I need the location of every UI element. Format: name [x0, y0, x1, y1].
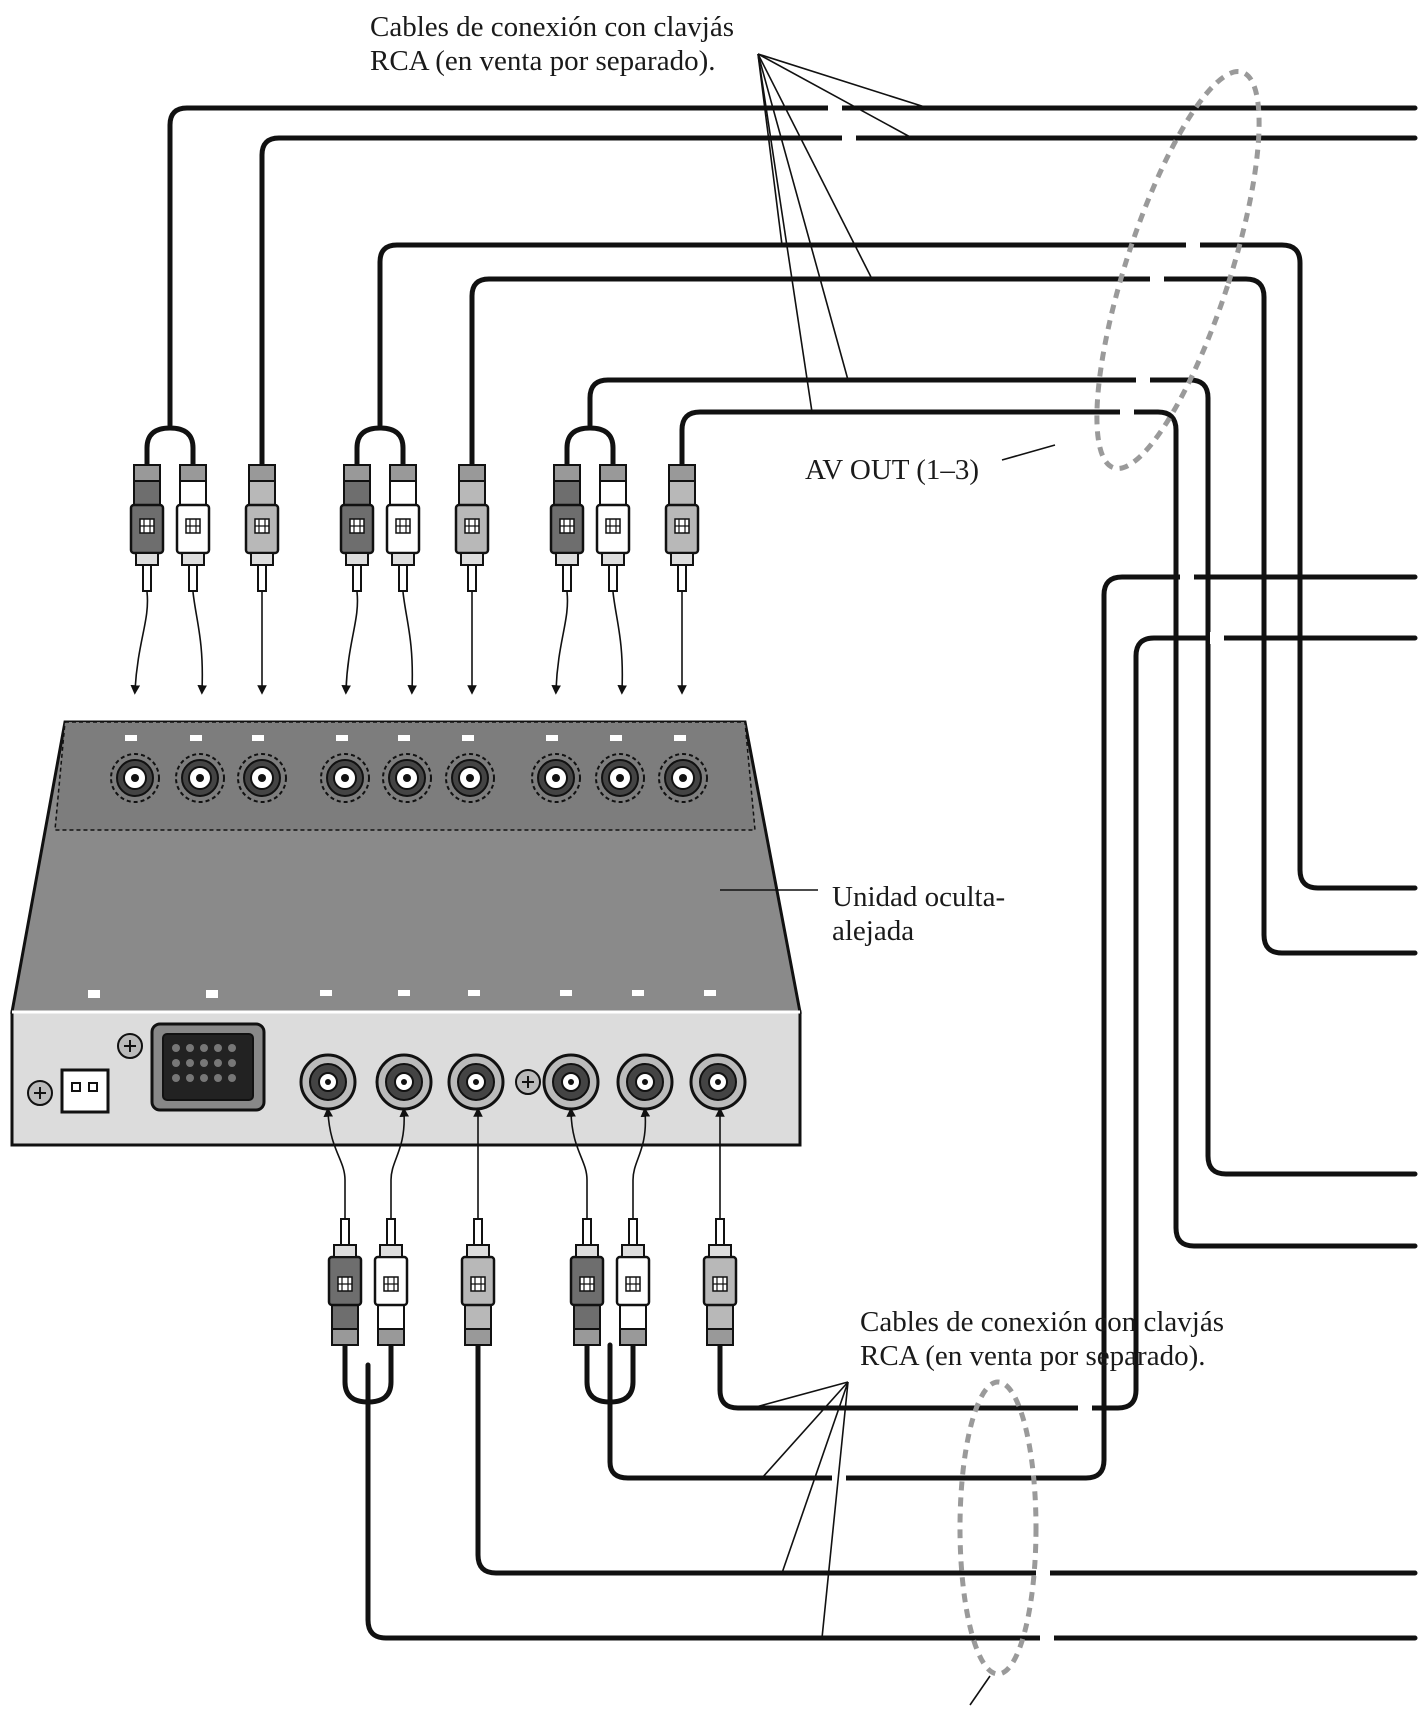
plug-red-3 — [549, 463, 585, 593]
av-out-group-ellipse — [1094, 69, 1262, 471]
top-plugs — [129, 463, 700, 593]
power-connector — [27, 1068, 110, 1114]
unit-label: Unidad oculta- alejada — [832, 880, 1005, 948]
cables-bottom-line1: Cables de conexión con clavjás — [860, 1306, 1224, 1338]
bottom-insert-arrows — [323, 1107, 725, 1225]
top-cables — [144, 102, 1418, 1249]
plug-video-2 — [454, 463, 490, 593]
cables-top-line2: RCA (en venta por separado). — [370, 45, 716, 77]
multipin-connector — [117, 1022, 266, 1112]
plug-video-1 — [244, 463, 280, 593]
plug-video-4 — [460, 1217, 496, 1347]
cables-bottom-line2: RCA (en venta por separado). — [860, 1340, 1206, 1372]
input-jacks-top — [110, 753, 708, 803]
plug-white-5 — [615, 1217, 651, 1347]
cables-top-line1: Cables de conexión con clavjás — [370, 11, 734, 43]
plug-red-4 — [327, 1217, 363, 1347]
plug-red-1 — [129, 463, 165, 593]
output-jacks-front — [299, 1053, 747, 1111]
plug-white-2 — [385, 463, 421, 593]
remote-unit — [10, 720, 802, 1147]
bottom-cable-group-ellipse — [957, 1379, 1039, 1677]
unit-line2: alejada — [832, 915, 915, 947]
leader-lines — [720, 53, 1056, 1706]
plug-video-3 — [664, 463, 700, 593]
plug-red-5 — [569, 1217, 605, 1347]
cables-top-label: Cables de conexión con clavjás RCA (en v… — [370, 10, 734, 78]
cables-bottom-label: Cables de conexión con clavjás RCA (en v… — [860, 1305, 1224, 1373]
plug-red-2 — [339, 463, 375, 593]
unit-line1: Unidad oculta- — [832, 881, 1006, 913]
plug-white-4 — [373, 1217, 409, 1347]
plug-white-3 — [595, 463, 631, 593]
av-out-label: AV OUT (1–3) — [805, 454, 980, 486]
plug-white-1 — [175, 463, 211, 593]
bottom-plugs — [327, 1217, 738, 1347]
top-insert-arrows — [130, 591, 687, 695]
plug-video-5 — [702, 1217, 738, 1347]
